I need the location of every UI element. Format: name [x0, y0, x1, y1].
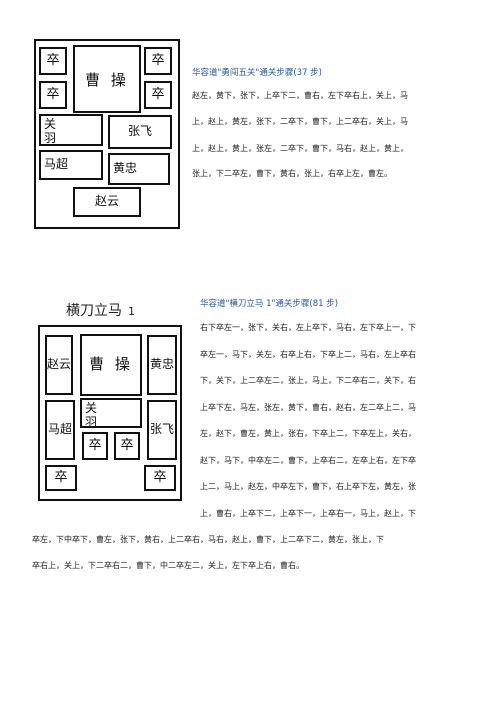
- guanyu-char-1: 关: [44, 117, 57, 131]
- piece-huangzhong: 黄忠: [147, 335, 177, 395]
- guanyu-char-2: 羽: [44, 130, 57, 145]
- piece-soldier-middle-1: 卒: [82, 432, 108, 460]
- puzzle2-step-line-6: 赵下，马下，中卒左二，曹下，上卒右二，左卒上右，左下卒: [200, 456, 416, 465]
- piece-caocao: 曹 操: [80, 334, 142, 396]
- puzzle2-step-line-1: 右下卒左一，张下，关右，左上卒下，马右，左下卒上一，下: [200, 323, 416, 332]
- piece-caocao: 曹 操: [73, 45, 141, 113]
- puzzle2-step-line-5: 左，赵下，曹左，黄上，张右，下卒上二，下卒左上，关右，: [200, 429, 416, 438]
- puzzle2-step-line-3: 下，关下，上二卒左二，张上，马上，下二卒右二，关下，右: [200, 376, 416, 385]
- piece-guanyu: 关 羽: [80, 398, 142, 429]
- puzzle2-step-line-9: 卒左，下中卒下，曹左，张下，黄右，上二卒右，马右，赵上，曹下，上二卒下二，黄左，…: [32, 535, 384, 544]
- puzzle1-step-line-1: 赵左，黄下，张下，上卒下二，曹右，左下卒右上，关上，马: [192, 91, 408, 100]
- piece-soldier-top-right: 卒: [144, 47, 172, 75]
- piece-zhaoyun: 赵云: [45, 335, 73, 395]
- piece-zhangfei: 张飞: [147, 400, 177, 460]
- puzzle1-title: 华容道"勇闯五关"通关步骤(37 步): [192, 68, 322, 78]
- puzzle1-step-line-2: 上，赵上，黄左，张下，二卒下，曹下，上二卒右，关上，马: [192, 117, 408, 126]
- puzzle1-step-line-4: 张上，下二卒左，曹下，黄右，张上，右卒上左，曹左。: [192, 169, 392, 178]
- piece-soldier-mid-left: 卒: [39, 81, 67, 109]
- piece-machao: 马超: [39, 150, 103, 180]
- puzzle1-board: 卒 曹 操 卒 卒 卒 关 羽 张飞 马超 黄忠 赵云: [34, 39, 180, 229]
- puzzle2-step-line-10: 卒右上，关上，下二卒右二，曹下，中二卒左二，关上，左下卒上右，曹右。: [32, 561, 304, 570]
- puzzle2-title: 华容道"横刀立马 1"通关步骤(81 步): [200, 299, 339, 309]
- piece-zhangfei: 张飞: [108, 115, 172, 149]
- puzzle2-step-line-2: 卒左一，马下，关左，右卒上右，下卒上二，马右，左上卒右: [200, 350, 416, 359]
- piece-soldier-mid-right: 卒: [144, 81, 172, 109]
- piece-soldier-top-left: 卒: [39, 47, 67, 75]
- piece-huangzhong: 黄忠: [108, 153, 170, 185]
- puzzle2-step-line-7: 上二，马上，赵左，中卒左下，曹下，右上卒下左，黄左，张: [200, 482, 416, 491]
- puzzle2-heading: 横刀立马 1: [66, 300, 135, 320]
- puzzle2-heading-number: 1: [128, 305, 135, 318]
- guanyu-char-2: 羽: [85, 414, 98, 429]
- puzzle2-step-line-4: 上卒下左，马左，张左，黄下，曹右，赵右，左二卒上二，马: [200, 403, 416, 412]
- puzzle2-step-line-8: 上，曹右，上卒下二，上卒下一，上卒右一，马上，赵上，下: [200, 509, 416, 518]
- piece-zhaoyun: 赵云: [73, 187, 141, 217]
- puzzle1-step-line-3: 上，赵上，黄上，张左，二卒下，曹下，马右，赵上，黄上，: [192, 144, 408, 153]
- guanyu-char-1: 关: [85, 401, 98, 415]
- piece-soldier-bottom-left: 卒: [45, 465, 77, 491]
- piece-soldier-middle-2: 卒: [114, 432, 140, 460]
- piece-machao: 马超: [45, 400, 75, 460]
- puzzle2-board: 赵云 曹 操 黄忠 关 羽 马超 卒 卒 张飞 卒 卒: [38, 325, 182, 501]
- puzzle2-heading-text: 横刀立马: [66, 303, 122, 319]
- piece-guanyu: 关 羽: [39, 114, 103, 146]
- piece-soldier-bottom-right: 卒: [144, 465, 176, 491]
